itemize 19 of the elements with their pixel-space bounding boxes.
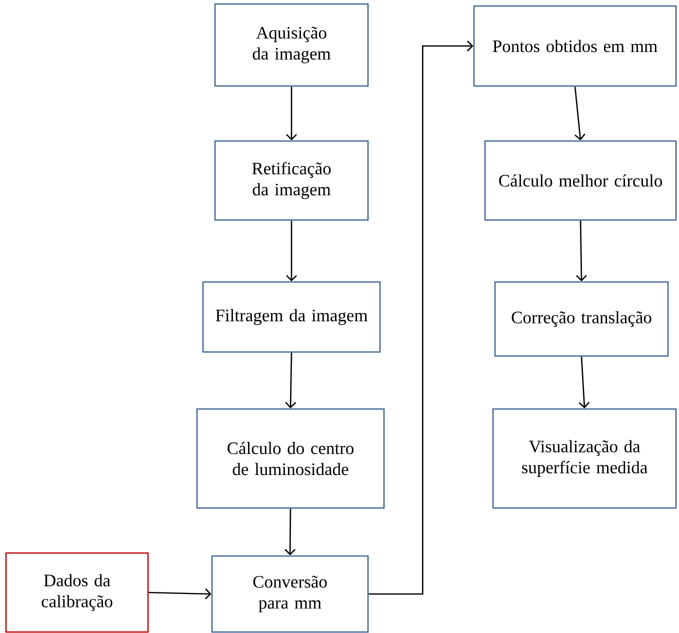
arrow: [576, 220, 587, 282]
arrow: [286, 86, 297, 140]
arrow: [578, 356, 590, 408]
process-box: Dados da calibração: [5, 552, 149, 633]
process-box: Cálculo melhor círculo: [484, 140, 677, 221]
process-box: Conversão para mm: [211, 555, 369, 633]
arrow: [148, 588, 212, 600]
process-box: Filtragem da imagem: [202, 281, 381, 353]
arrow: [286, 220, 297, 282]
process-box: Retificação da imagem: [214, 140, 369, 221]
arrow: [285, 352, 296, 408]
arrow: [368, 40, 474, 595]
arrow: [284, 508, 296, 556]
process-box: Cálculo do centro de luminosidade: [196, 408, 385, 509]
process-box: Aquisição da imagem: [214, 3, 369, 87]
process-box: Pontos obtidos em mm: [473, 5, 677, 87]
process-box: Visualização da superfície medida: [492, 408, 677, 509]
arrow: [574, 86, 586, 140]
process-box: Correção translação: [494, 281, 669, 357]
